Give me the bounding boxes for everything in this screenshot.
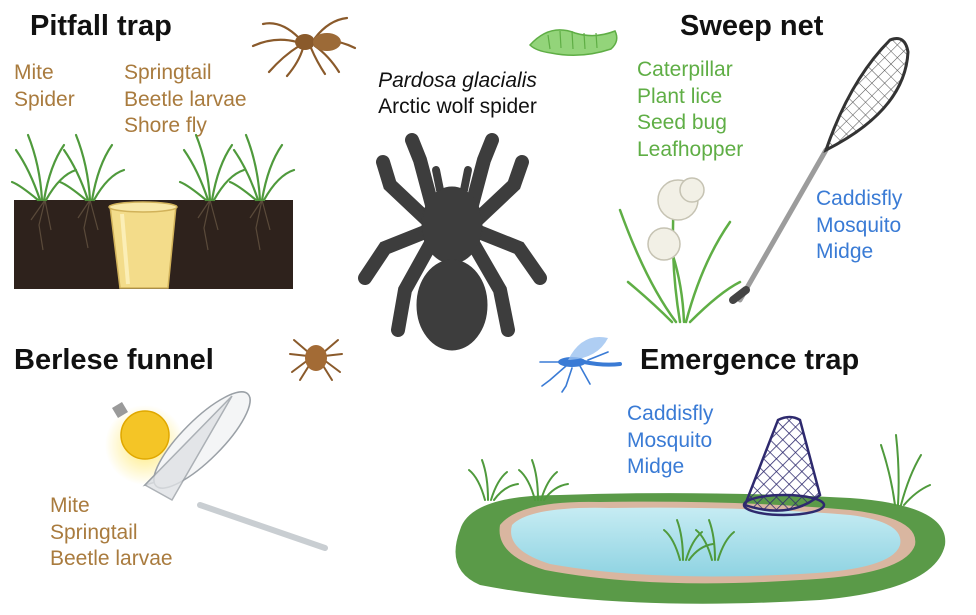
sweep-item: Caterpillar (637, 57, 743, 84)
pitfall-item: Shore fly (124, 113, 247, 140)
species-common-name: Arctic wolf spider (355, 94, 560, 120)
pitfall-list-1: Mite Spider (14, 60, 75, 113)
pitfall-cup-icon (109, 202, 177, 288)
cotton-grass-icon (620, 178, 740, 322)
berlese-list: Mite Springtail Beetle larvae (50, 493, 173, 573)
mosquito-icon (540, 337, 620, 392)
sweep-net-title: Sweep net (680, 10, 823, 43)
pitfall-item: Mite (14, 60, 75, 87)
emergence-item: Mosquito (627, 428, 713, 455)
sweep-item: Midge (816, 239, 902, 266)
sweep-item: Seed bug (637, 110, 743, 137)
sweep-green-list: Caterpillar Plant lice Seed bug Leafhopp… (637, 57, 743, 163)
emergence-list: Caddisfly Mosquito Midge (627, 401, 713, 481)
sweep-item: Leafhopper (637, 137, 743, 164)
emergence-item: Midge (627, 454, 713, 481)
pitfall-item: Spider (14, 87, 75, 114)
green-caterpillar-icon (530, 30, 617, 55)
berlese-funnel-title: Berlese funnel (14, 344, 214, 377)
emergence-trap-title: Emergence trap (640, 344, 859, 377)
sweep-item: Mosquito (816, 213, 902, 240)
pitfall-item: Springtail (124, 60, 247, 87)
sweep-item: Caddisfly (816, 186, 902, 213)
wolf-spider-silhouette-icon (365, 140, 540, 350)
emergence-item: Caddisfly (627, 401, 713, 428)
pitfall-item: Beetle larvae (124, 87, 247, 114)
species-label: Pardosa glacialis Arctic wolf spider (355, 68, 560, 120)
pitfall-scene (12, 135, 294, 289)
species-scientific-name: Pardosa glacialis (355, 68, 560, 94)
sweep-item: Plant lice (637, 84, 743, 111)
sweep-blue-list: Caddisfly Mosquito Midge (816, 186, 902, 266)
berlese-item: Beetle larvae (50, 546, 173, 573)
mite-icon (290, 340, 342, 380)
emergence-trap-icon (744, 417, 824, 515)
berlese-item: Mite (50, 493, 173, 520)
grass-tuft-icon (12, 135, 294, 200)
berlese-item: Springtail (50, 520, 173, 547)
brown-spider-icon (253, 18, 355, 76)
pitfall-list-2: Springtail Beetle larvae Shore fly (124, 60, 247, 140)
pitfall-trap-title: Pitfall trap (30, 10, 172, 43)
